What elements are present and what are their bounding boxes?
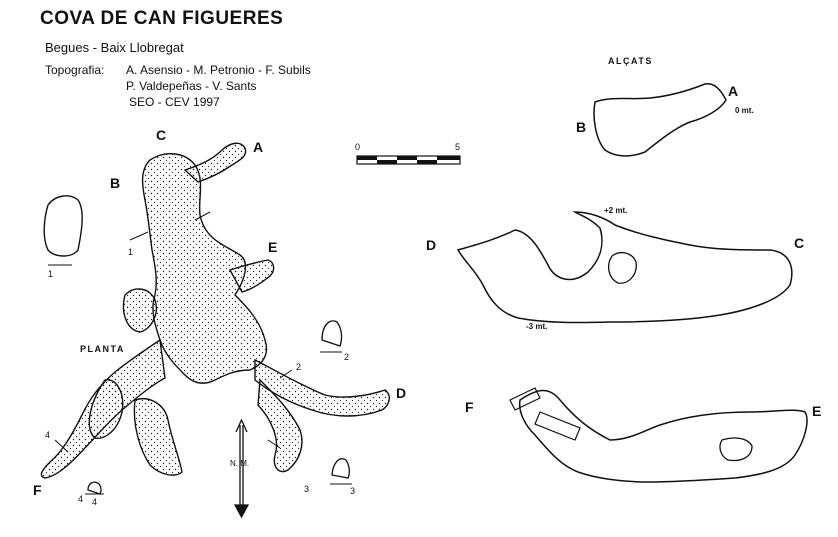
section-top-left: B [576, 119, 586, 135]
south-lobe-2 [88, 379, 124, 439]
topo-key: Topografia: [45, 63, 105, 77]
topo-line-3: SEO - CEV 1997 [129, 95, 220, 109]
section-top-right: A [728, 83, 738, 99]
credits-block: Topografia: A. Asensio - M. Petronio - F.… [45, 62, 311, 110]
main-chamber [141, 153, 268, 384]
cross-section-4 [87, 481, 102, 495]
plan-cut-1: 1 [128, 247, 133, 257]
passage-3 [257, 378, 303, 473]
minus3-label: -3 mt. [526, 322, 547, 331]
block-wall-1 [509, 387, 541, 411]
cross-section-3 [331, 458, 350, 479]
plus2-label: +2 mt. [604, 206, 627, 215]
cross-section-1 [43, 195, 83, 257]
plan-point-c: C [156, 127, 166, 143]
plan-point-a: A [253, 139, 263, 155]
pillar [607, 251, 637, 284]
scale-bar [356, 155, 461, 165]
topo-line-1: A. Asensio - M. Petronio - F. Subils [126, 63, 311, 77]
plan-point-f: F [33, 482, 42, 498]
side-lobe [122, 288, 157, 333]
plan-cut-4: 4 [45, 430, 50, 440]
section-bot-left: F [465, 399, 474, 415]
south-lobe-1 [133, 398, 183, 476]
block-wall-2 [534, 411, 581, 441]
section-4-label: 4 [92, 497, 97, 507]
passage-d [254, 358, 390, 417]
section-1-label: 1 [48, 269, 53, 279]
scale-min-label: 0 [355, 142, 360, 152]
section-bottom [518, 389, 808, 483]
passage-a [183, 142, 247, 183]
passage-e [228, 259, 275, 293]
section-cut-marks [54, 211, 293, 453]
section-middle [456, 211, 793, 324]
section-top [593, 83, 727, 157]
scale-max-label: 5 [455, 142, 460, 152]
plan-point-b: B [110, 175, 120, 191]
plan-point-e: E [268, 239, 277, 255]
plan-point-d: D [396, 385, 406, 401]
north-arrow-icon [233, 418, 250, 519]
hanging-block [719, 437, 753, 462]
section-3-label: 3 [350, 486, 355, 496]
plan-label: PLANTA [80, 344, 125, 354]
topo-line-2: P. Valdepeñas - V. Sants [126, 79, 257, 93]
sections-label: ALÇATS [608, 56, 653, 66]
section-mid-right: C [794, 235, 804, 251]
section-2-label: 2 [344, 352, 349, 362]
location-label: Begues - Baix Llobregat [45, 40, 184, 55]
zero-level-label: 0 mt. [735, 106, 754, 115]
plan-view [40, 142, 390, 479]
north-label: N. M. [230, 459, 249, 468]
map-title: COVA DE CAN FIGUERES [40, 8, 284, 29]
section-mid-left: D [426, 237, 436, 253]
plan-cut-2: 2 [296, 362, 301, 372]
plan-cut-4b: 4 [78, 494, 83, 504]
cross-section-2 [321, 320, 343, 347]
section-bot-right: E [812, 403, 821, 419]
plan-cut-3: 3 [304, 484, 309, 494]
